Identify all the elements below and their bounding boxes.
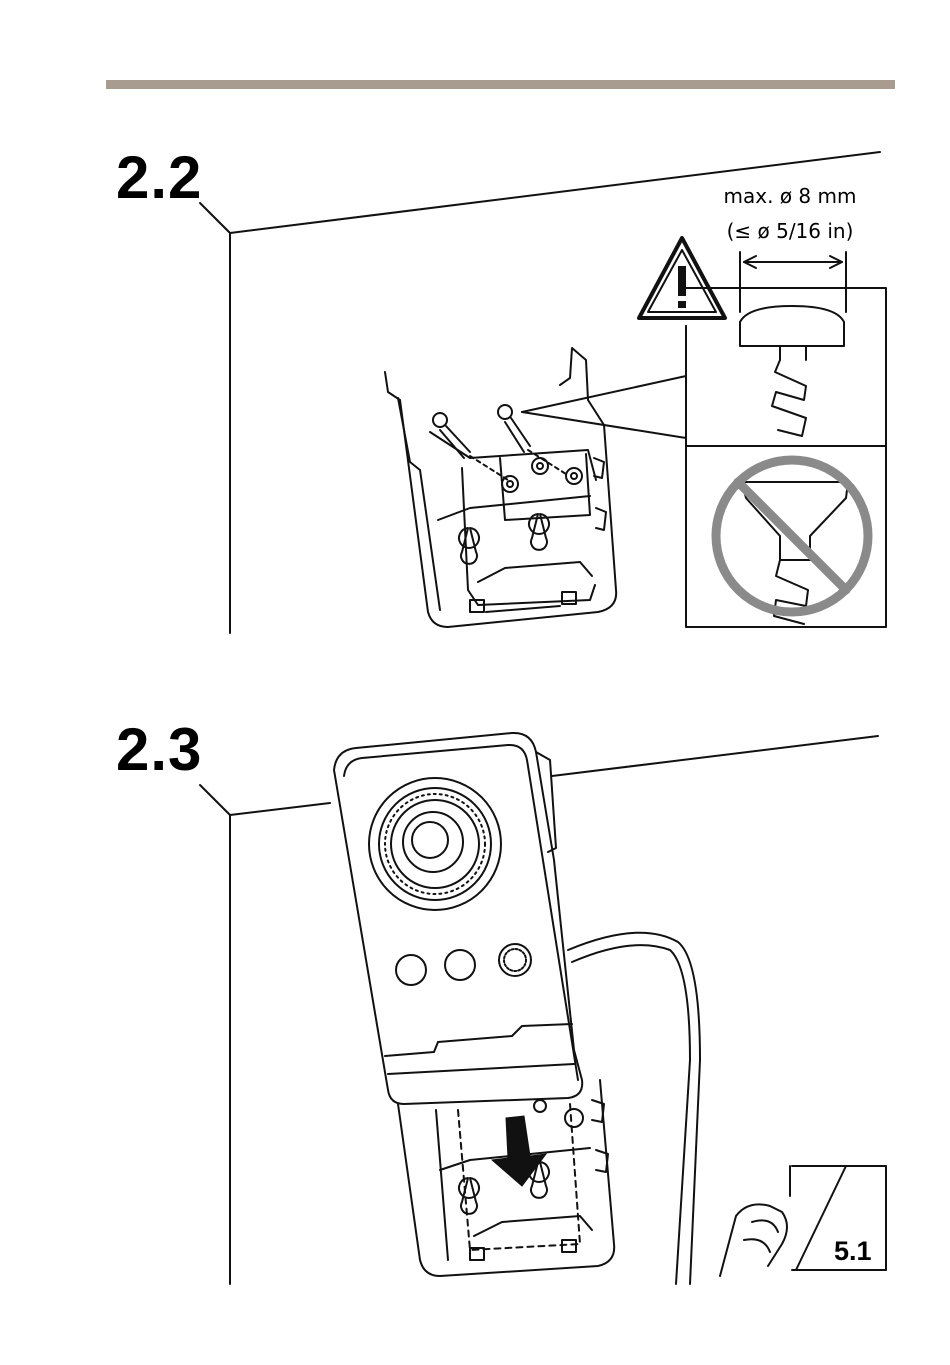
hand-icon xyxy=(720,1166,886,1276)
camera-cable xyxy=(568,933,700,1284)
bracket-under-camera xyxy=(398,1080,614,1276)
camera-body xyxy=(334,733,582,1104)
mounting-bracket xyxy=(385,348,616,627)
arrow-down-icon xyxy=(492,1116,546,1186)
callout-line xyxy=(522,326,686,438)
wall-corner-bottom xyxy=(200,736,878,1284)
